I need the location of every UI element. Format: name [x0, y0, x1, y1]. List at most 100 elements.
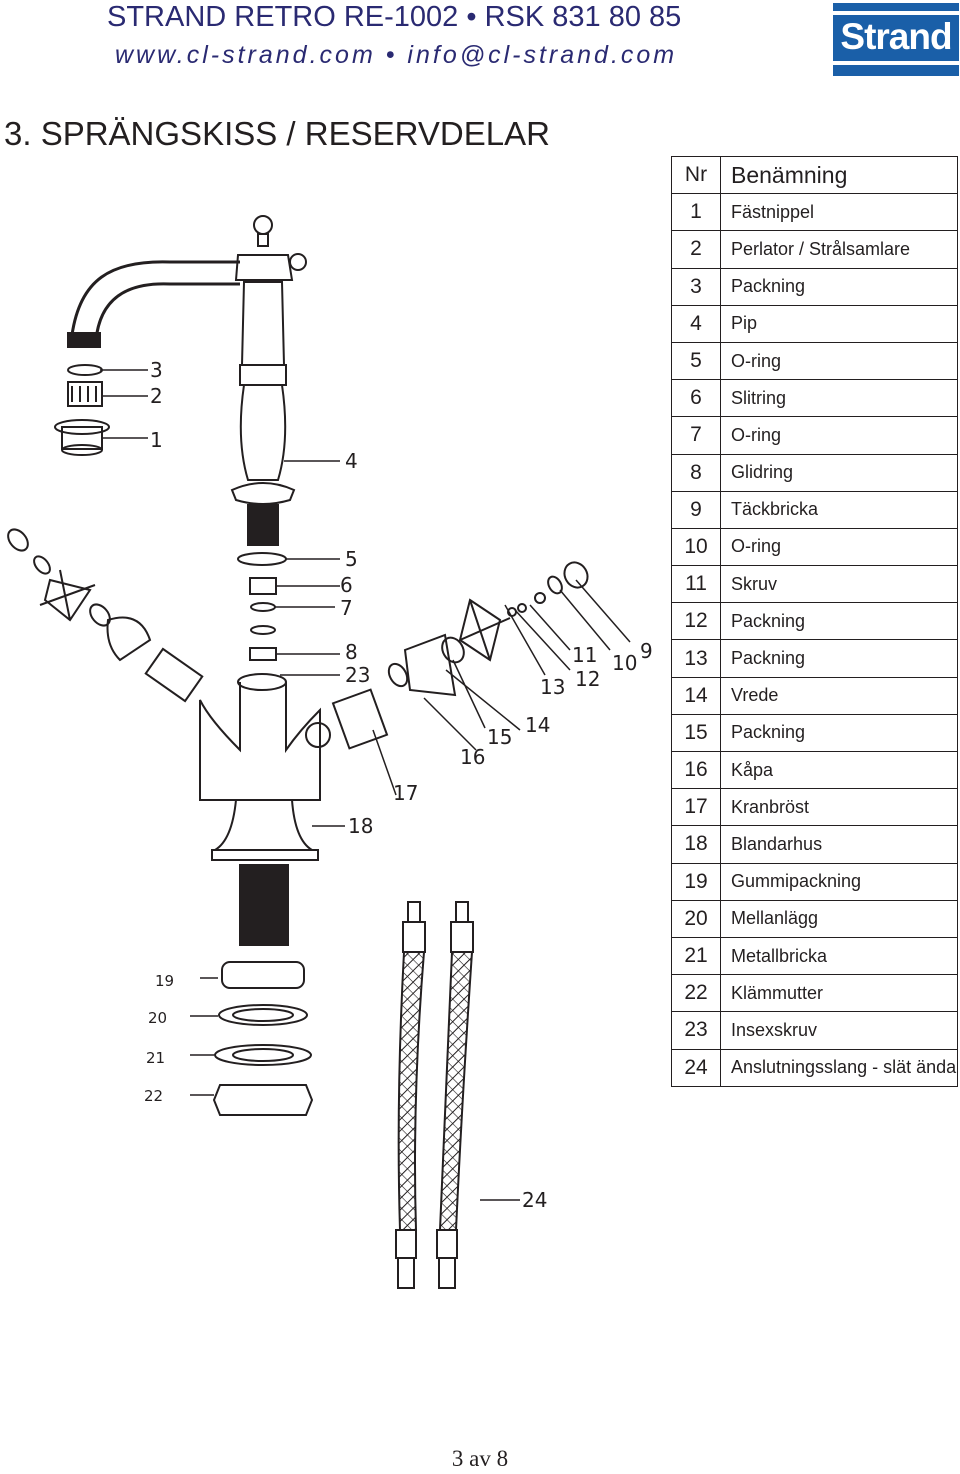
- part-name-cell: Täckbricka: [720, 490, 958, 529]
- diagram-label-3: 3: [150, 358, 163, 382]
- diagram-label-6: 6: [340, 573, 353, 597]
- right-valve-assembly: [331, 561, 589, 750]
- part-number-cell: 22: [671, 974, 721, 1013]
- part-number-cell: 8: [671, 453, 721, 492]
- diagram-label-8: 8: [345, 640, 358, 664]
- diagram-label-11: 11: [572, 643, 597, 667]
- diagram-label-24: 24: [522, 1188, 547, 1212]
- part-number-cell: 20: [671, 899, 721, 938]
- diagram-label-9: 9: [640, 639, 653, 663]
- strand-logo: Strand: [833, 3, 959, 76]
- part-number-cell: 3: [671, 267, 721, 306]
- pillar-body-part: [230, 215, 307, 546]
- diagram-label-1: 1: [150, 428, 163, 452]
- mounting-hardware: [212, 961, 314, 1116]
- part-number-cell: 15: [671, 713, 721, 753]
- part-number-cell: 10: [671, 527, 721, 567]
- left-valve-assembly: [7, 528, 204, 703]
- part-name-cell: O-ring: [720, 416, 958, 455]
- diagram-label-5: 5: [345, 547, 358, 571]
- hose-pair: [395, 901, 474, 1289]
- leader-lines: [100, 369, 631, 1201]
- part-name-cell: Packning: [720, 713, 958, 753]
- diagram-label-13: 13: [540, 675, 565, 699]
- diagram-label-22: 22: [144, 1087, 163, 1105]
- part-number-cell: 17: [671, 788, 721, 827]
- diagram-label-4: 4: [345, 449, 358, 473]
- part-name-cell: Slitring: [720, 379, 958, 418]
- column-header-name: Benämning: [720, 155, 958, 195]
- diagram-label-10: 10: [612, 651, 637, 675]
- part-name-cell: Pip: [720, 304, 958, 343]
- part-number-cell: 14: [671, 676, 721, 715]
- part-number-cell: 18: [671, 825, 721, 864]
- part-name-cell: Packning: [720, 639, 958, 678]
- diagram-label-7: 7: [340, 596, 353, 620]
- column-header-nr: Nr: [671, 155, 721, 195]
- aerator-parts: [54, 364, 110, 456]
- part-number-cell: 2: [671, 230, 721, 269]
- diagram-label-21: 21: [146, 1049, 165, 1067]
- part-number-cell: 5: [671, 341, 721, 381]
- part-name-cell: Glidring: [720, 453, 958, 492]
- part-name-cell: Insexskruv: [720, 1011, 958, 1050]
- mixer-housing-part: [199, 673, 331, 946]
- part-name-cell: Metallbricka: [720, 936, 958, 976]
- part-name-cell: Perlator / Strålsamlare: [720, 230, 958, 269]
- part-name-cell: Klämmutter: [720, 974, 958, 1013]
- contact-line: www.cl-strand.com • info@cl-strand.com: [115, 41, 678, 69]
- part-name-cell: Skruv: [720, 565, 958, 604]
- part-name-cell: Gummipackning: [720, 862, 958, 901]
- part-number-cell: 13: [671, 639, 721, 678]
- part-number-cell: 4: [671, 304, 721, 343]
- part-name-cell: Kranbröst: [720, 788, 958, 827]
- part-name-cell: Packning: [720, 602, 958, 641]
- part-number-cell: 11: [671, 565, 721, 604]
- diagram-label-2: 2: [150, 384, 163, 408]
- table-header-row: Nr Benämning: [671, 155, 958, 195]
- part-name-cell: Kåpa: [720, 750, 958, 790]
- part-name-cell: Fästnippel: [720, 193, 958, 232]
- part-number-cell: 24: [671, 1048, 721, 1087]
- part-number-cell: 9: [671, 490, 721, 529]
- diagram-label-15: 15: [487, 725, 512, 749]
- document-title: STRAND RETRO RE-1002 • RSK 831 80 85: [107, 1, 682, 33]
- diagram-label-14: 14: [525, 713, 550, 737]
- part-name-cell: Anslutningsslang - slät ända: [720, 1048, 958, 1087]
- part-name-cell: Vrede: [720, 676, 958, 715]
- part-name-cell: O-ring: [720, 527, 958, 567]
- part-number-cell: 16: [671, 750, 721, 790]
- part-name-cell: Mellanlägg: [720, 899, 958, 938]
- diagram-label-20: 20: [148, 1009, 167, 1027]
- part-number-cell: 1: [671, 193, 721, 232]
- part-number-cell: 21: [671, 936, 721, 976]
- part-name-cell: O-ring: [720, 341, 958, 381]
- exploded-view-diagram: 3 2 1 4 5 6 7 8 23 9 10 11 12 13 14 15 1…: [7, 215, 653, 1289]
- part-number-cell: 6: [671, 379, 721, 418]
- page-number: 3 av 8: [451, 1446, 509, 1471]
- diagram-label-12: 12: [575, 667, 600, 691]
- part-number-cell: 23: [671, 1011, 721, 1050]
- diagram-label-17: 17: [393, 781, 418, 805]
- part-number-cell: 12: [671, 602, 721, 641]
- section-title: 3. SPRÄNGSKISS / RESERVDELAR: [4, 115, 550, 152]
